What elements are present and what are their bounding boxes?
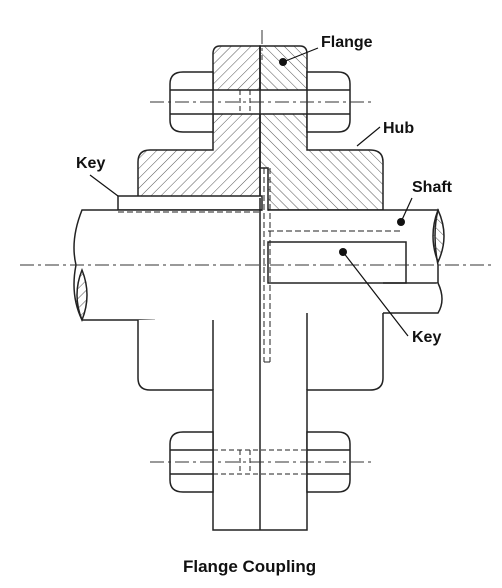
right-shaft-end-section [432,208,445,264]
label-key-right: Key [412,329,441,346]
label-flange: Flange [321,34,373,51]
center-lines [20,30,495,463]
left-flange-hub-section [137,45,261,199]
left-key [117,195,263,211]
right-flange-hub-section [259,45,384,211]
upper-bolt-head [169,71,214,133]
label-shaft: Shaft [412,179,453,196]
label-hub: Hub [383,120,414,137]
lower-bolt-head [169,431,214,493]
right-shaft [268,209,443,314]
right-key [267,241,407,284]
leader-lines [89,47,413,337]
leader-dots [279,58,405,256]
diagram-caption: Flange Coupling [183,557,316,576]
label-key-left: Key [76,155,105,172]
left-shaft-end-section [76,267,88,323]
